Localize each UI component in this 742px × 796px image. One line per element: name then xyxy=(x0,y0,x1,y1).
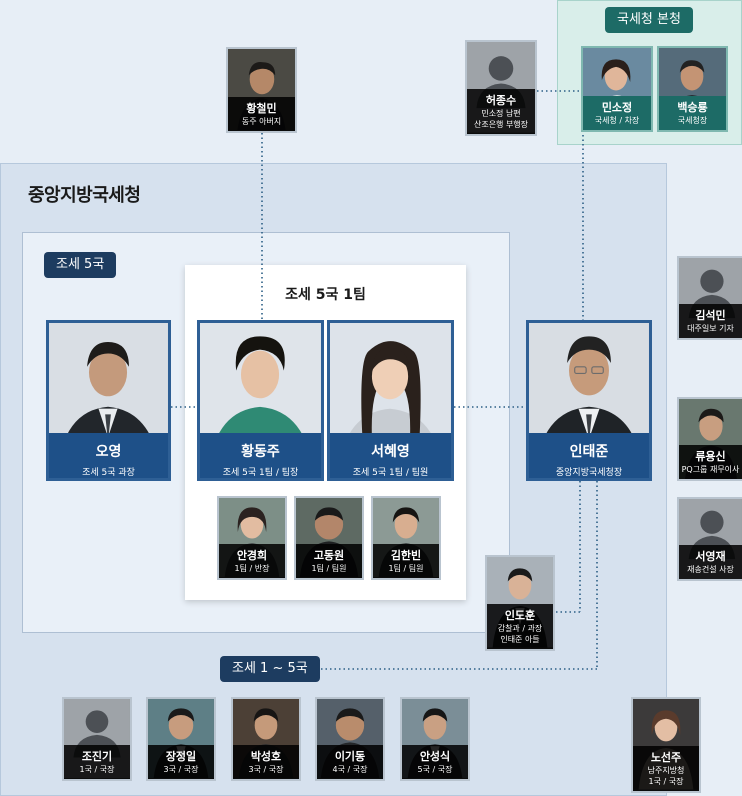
person-role: 조세 5국 과장 xyxy=(82,468,135,478)
person-name: 노선주 xyxy=(650,751,682,764)
person-role: 1국 / 국장 xyxy=(79,765,115,774)
person-role: 5국 / 국장 xyxy=(417,765,453,774)
person-name: 허종수 xyxy=(485,94,517,107)
person-card-baek-seungryong[interactable]: 백승룡 국세청장 xyxy=(657,46,728,132)
person-role: 민소정 남편 xyxy=(481,109,521,118)
person-role: 산조은행 부행장 xyxy=(473,120,529,129)
person-card-min-sojeong[interactable]: 민소정 국세청 / 차장 xyxy=(581,46,653,132)
person-card-jang-jeongil[interactable]: 장정일 3국 / 국장 xyxy=(146,697,216,781)
person-card-ahn-gyeonghui[interactable]: 안경희 1팀 / 반장 xyxy=(217,496,287,580)
person-role: 3국 / 국장 xyxy=(248,765,284,774)
person-card-in-taejun[interactable]: 인태준 중앙지방국세청장 xyxy=(526,320,652,481)
person-name: 안경희 xyxy=(236,549,268,562)
person-role: 인태준 아들 xyxy=(500,635,540,644)
person-role: 국세청 / 차장 xyxy=(594,116,640,125)
person-role: 3국 / 국장 xyxy=(163,765,199,774)
person-card-lee-gidong[interactable]: 이기동 4국 / 국장 xyxy=(315,697,385,781)
person-card-heo-jongsu[interactable]: 허종수 민소정 남편 산조은행 부행장 xyxy=(465,40,537,136)
person-card-ahn-seongsik[interactable]: 안성식 5국 / 국장 xyxy=(400,697,470,781)
person-role: 조세 5국 1팀 / 팀원 xyxy=(352,468,429,478)
bureau1-5-label: 조세 1 ~ 5국 xyxy=(220,656,320,682)
person-name: 서영재 xyxy=(695,550,726,563)
person-card-seo-yeongjae[interactable]: 서영재 재송건설 사장 xyxy=(677,497,742,581)
person-name: 백승룡 xyxy=(677,101,708,114)
person-card-park-seongho[interactable]: 박성호 3국 / 국장 xyxy=(231,697,301,781)
central-office-title: 중앙지방국세청 xyxy=(28,185,141,206)
hq-label: 국세청 본청 xyxy=(605,7,693,33)
person-name: 서혜영 xyxy=(371,444,410,460)
person-card-no-seonju[interactable]: 노선주 남주지방청 1국 / 국장 xyxy=(631,697,701,793)
person-role: 조세 5국 1팀 / 팀장 xyxy=(222,468,299,478)
person-name: 오영 xyxy=(95,444,122,460)
person-card-ryu-yongsin[interactable]: 류용신 PQ그룹 재무이사 xyxy=(677,397,742,481)
person-role: 남주지방청 xyxy=(647,766,685,775)
bureau5-label: 조세 5국 xyxy=(44,252,117,278)
person-name: 고동원 xyxy=(313,549,345,562)
team1-title: 조세 5국 1팀 xyxy=(285,287,366,303)
person-name: 황철민 xyxy=(246,102,277,115)
person-name: 민소정 xyxy=(601,101,633,114)
person-name: 장정일 xyxy=(165,750,197,763)
person-name: 박성호 xyxy=(250,750,282,763)
person-card-kim-seokmin[interactable]: 김석민 대주일보 기자 xyxy=(677,256,742,340)
person-card-hwang-cheolmin[interactable]: 황철민 동주 아버지 xyxy=(226,47,297,133)
person-role: 1팀 / 팀원 xyxy=(311,564,347,573)
person-role: 1팀 / 반장 xyxy=(234,564,270,573)
person-name: 황동주 xyxy=(241,444,280,460)
person-card-kim-hanbin[interactable]: 김한빈 1팀 / 팀원 xyxy=(371,496,441,580)
person-role: 4국 / 국장 xyxy=(332,765,368,774)
person-role: PQ그룹 재무이사 xyxy=(681,465,740,474)
person-card-go-dongwon[interactable]: 고동원 1팀 / 팀원 xyxy=(294,496,364,580)
person-role: 1국 / 국장 xyxy=(648,777,684,786)
person-card-in-dohun[interactable]: 인도훈 감찰과 / 과장 인태준 아들 xyxy=(485,555,555,651)
person-card-seo-hyeyeong[interactable]: 서혜영 조세 5국 1팀 / 팀원 xyxy=(327,320,454,481)
person-name: 류용신 xyxy=(695,450,726,463)
person-role: 중앙지방국세청장 xyxy=(555,468,623,478)
person-card-jo-jingi[interactable]: 조진기 1국 / 국장 xyxy=(62,697,132,781)
person-name: 인태준 xyxy=(569,444,609,460)
person-role: 재송건설 사장 xyxy=(687,565,734,574)
person-role: 1팀 / 팀원 xyxy=(388,564,424,573)
person-name: 안성식 xyxy=(419,750,451,763)
person-name: 김한빈 xyxy=(390,549,422,562)
person-role: 감찰과 / 과장 xyxy=(497,624,543,633)
person-role: 대주일보 기자 xyxy=(687,324,734,333)
person-role: 국세청장 xyxy=(677,116,708,125)
person-card-hwang-dongju[interactable]: 황동주 조세 5국 1팀 / 팀장 xyxy=(197,320,324,481)
person-role: 동주 아버지 xyxy=(241,117,282,126)
person-name: 이기동 xyxy=(334,750,366,763)
person-card-oh-young[interactable]: 오영 조세 5국 과장 xyxy=(46,320,171,481)
person-name: 조진기 xyxy=(81,750,113,763)
person-name: 인도훈 xyxy=(504,609,536,622)
person-name: 김석민 xyxy=(695,309,726,322)
